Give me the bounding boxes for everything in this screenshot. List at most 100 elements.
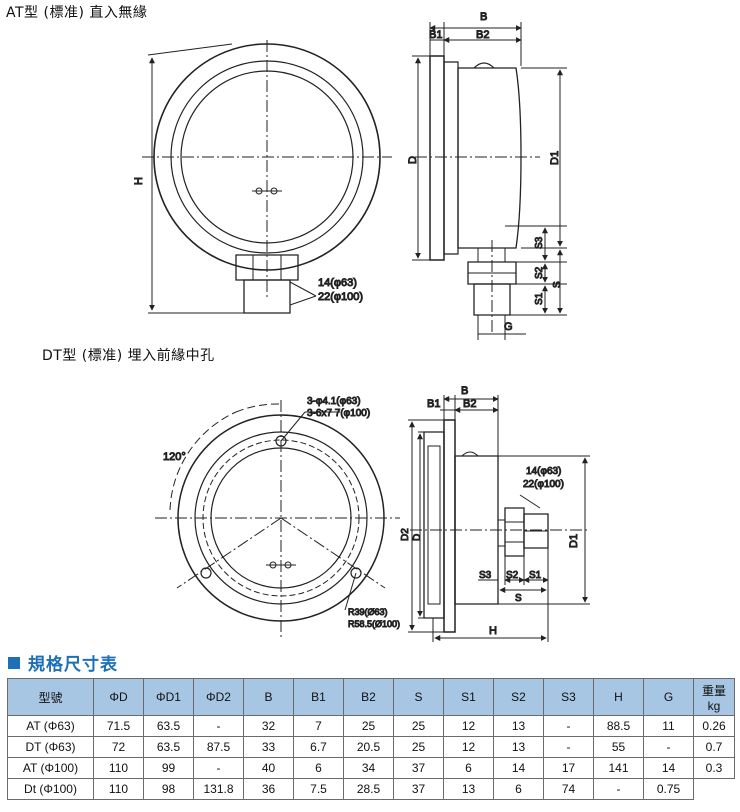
- table-cell: -: [543, 736, 594, 758]
- table-cell: 25: [343, 715, 394, 737]
- table-cell: 63.5: [143, 715, 194, 737]
- table-cell: 25: [393, 736, 444, 758]
- col-header-s: S: [393, 678, 444, 716]
- dt-d2-label: D2: [400, 528, 411, 541]
- dt-r100-label: R58.5(Ø100): [348, 619, 400, 629]
- dt-s3-label: S3: [479, 570, 492, 581]
- dt-holes-100-label: 3-6x7 7(φ100): [307, 408, 370, 419]
- at-b-label: B: [480, 11, 487, 23]
- table-cell: 20.5: [343, 736, 394, 758]
- dt-thread-63-label: 14(φ63): [526, 466, 561, 477]
- table-cell: 71.5: [93, 715, 144, 737]
- table-cell: 33: [243, 736, 294, 758]
- dt-b2-label: B2: [463, 398, 476, 410]
- table-cell: 131.8: [193, 778, 244, 800]
- dt-holes-63-label: 3-φ4.1(φ63): [307, 396, 361, 407]
- technical-drawing: H 14(φ63) 22(φ100): [133, 11, 590, 642]
- table-cell: 7: [293, 715, 344, 737]
- table-cell: 7.5: [293, 778, 344, 800]
- table-cell: 55: [593, 736, 644, 758]
- at-d-label: D: [407, 156, 419, 164]
- table-cell: 14: [643, 757, 694, 779]
- col-header-s3: S3: [543, 678, 594, 716]
- model-cell: AT (Φ100): [7, 757, 94, 779]
- table-cell: 98: [143, 778, 194, 800]
- dt-s2-label: S2: [506, 570, 519, 581]
- table-cell: 37: [393, 757, 444, 779]
- table-cell: 141: [593, 757, 644, 779]
- table-cell: 14: [493, 757, 544, 779]
- dt-r63-label: R39(Ø63): [348, 607, 388, 617]
- table-cell: 6: [293, 757, 344, 779]
- dt-b1-label: B1: [427, 398, 440, 410]
- col-header-s1: S1: [443, 678, 494, 716]
- spec-table-heading: 規格尺寸表: [8, 650, 118, 675]
- at-s-label: S: [552, 281, 563, 288]
- spec-table-title: 規格尺寸表: [28, 655, 118, 675]
- at-s1-label: S1: [534, 292, 545, 305]
- weight-unit: kg: [707, 698, 721, 713]
- table-cell: 12: [443, 715, 494, 737]
- at-thread-100-label: 22(φ100): [318, 291, 363, 303]
- at-h-label: H: [133, 177, 145, 185]
- col-header-b1: B1: [293, 678, 344, 716]
- at-b1-label: B1: [429, 29, 442, 41]
- table-cell: 6: [443, 757, 494, 779]
- dt-d-label: D: [412, 534, 423, 541]
- table-cell: 11: [643, 715, 694, 737]
- table-cell: 72: [93, 736, 144, 758]
- col-header-weight: 重量 kg: [693, 678, 735, 716]
- table-cell: 110: [93, 778, 144, 800]
- table-cell: 13: [493, 736, 544, 758]
- col-header-s2: S2: [493, 678, 544, 716]
- table-cell: 0.75: [643, 778, 694, 800]
- at-d1-label: D1: [549, 151, 561, 165]
- col-header-g: G: [643, 678, 694, 716]
- at-thread-63-label: 14(φ63): [318, 277, 357, 289]
- table-cell: 28.5: [343, 778, 394, 800]
- col-header-d2: ΦD2: [193, 678, 244, 716]
- table-cell: 6.7: [293, 736, 344, 758]
- dt-thread-100-label: 22(φ100): [523, 479, 564, 490]
- table-cell: 0.26: [693, 715, 735, 737]
- at-b2-label: B2: [476, 29, 489, 41]
- table-cell: 88.5: [593, 715, 644, 737]
- spec-table: 型號 ΦD ΦD1 ΦD2 B B1 B2 S S1 S2 S3 H G 重量 …: [7, 678, 735, 800]
- at-g-label: G: [504, 321, 513, 333]
- dt-s-label: S: [515, 593, 522, 604]
- weight-label: 重量: [701, 683, 726, 698]
- dt-h-label: H: [489, 625, 497, 637]
- col-header-d1: ΦD1: [143, 678, 194, 716]
- table-cell: 25: [393, 715, 444, 737]
- table-cell: 12: [443, 736, 494, 758]
- dt-section-title: DT型 (標准) 埋入前緣中孔: [42, 348, 215, 364]
- model-cell: Dt (Φ100): [7, 778, 94, 800]
- col-header-h: H: [593, 678, 644, 716]
- table-cell: 13: [493, 715, 544, 737]
- table-cell: 36: [243, 778, 294, 800]
- table-cell: 63.5: [143, 736, 194, 758]
- at-s2-label: S2: [534, 266, 545, 279]
- col-header-b2: B2: [343, 678, 394, 716]
- table-cell: 0.7: [693, 736, 735, 758]
- dt-d1-label: D1: [568, 534, 580, 548]
- table-cell: 32: [243, 715, 294, 737]
- table-cell: 87.5: [193, 736, 244, 758]
- heading-square-icon: [8, 656, 20, 669]
- at-s3-label: S3: [534, 236, 545, 249]
- dt-s1-label: S1: [529, 570, 542, 581]
- table-cell: 37: [393, 778, 444, 800]
- model-cell: AT (Φ63): [7, 715, 94, 737]
- dt-front-view: [155, 400, 400, 640]
- table-cell: 34: [343, 757, 394, 779]
- col-header-b: B: [243, 678, 294, 716]
- table-cell: 99: [143, 757, 194, 779]
- col-header-d: ΦD: [93, 678, 144, 716]
- table-cell: 110: [93, 757, 144, 779]
- at-front-view: [142, 40, 392, 314]
- table-cell: -: [543, 715, 594, 737]
